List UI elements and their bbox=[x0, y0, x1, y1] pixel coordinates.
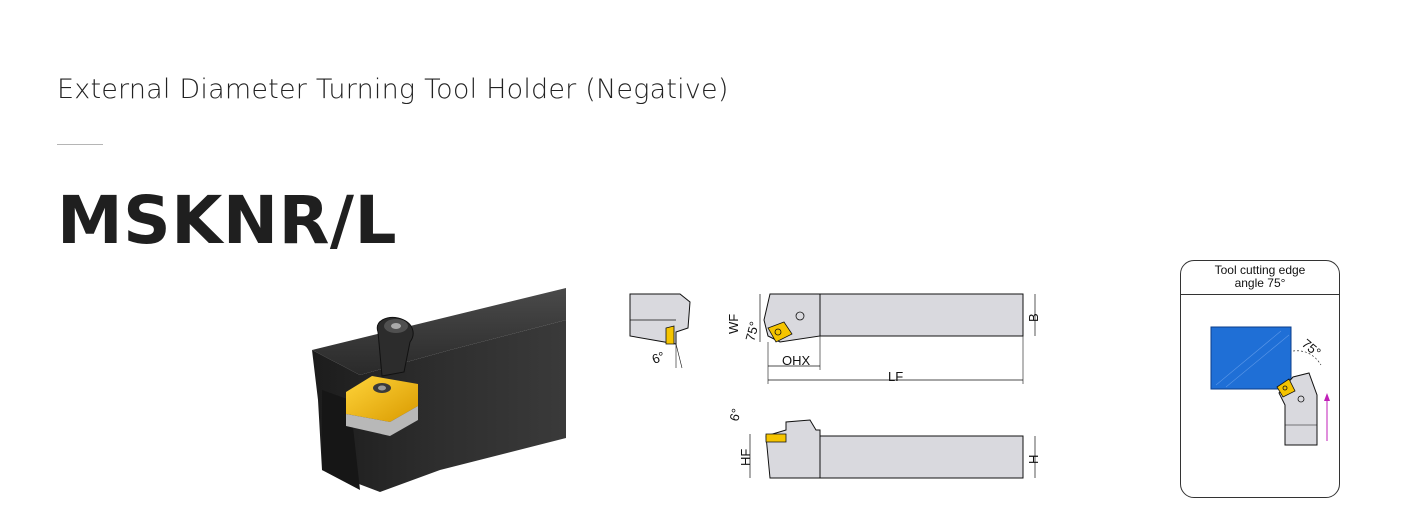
angle-75-label: 75° bbox=[742, 320, 762, 343]
top-view: WF 75° B OHX LF bbox=[726, 293, 1041, 384]
tool-sketch bbox=[1276, 372, 1318, 446]
angle-card-title-line2: angle 75° bbox=[1234, 276, 1286, 290]
workpiece bbox=[1210, 326, 1292, 390]
lf-label: LF bbox=[888, 369, 903, 384]
dimension-drawings: 6° WF 75° B OHX LF 6° HF H bbox=[629, 293, 1041, 479]
angle-6-front-label: 6° bbox=[726, 407, 744, 423]
angle-diagram: 75° bbox=[1210, 326, 1330, 446]
wf-label: WF bbox=[726, 314, 741, 334]
tool-holder-image bbox=[312, 288, 566, 492]
product-category-title: External Diameter Turning Tool Holder (N… bbox=[57, 74, 729, 105]
cutting-edge-angle-card: Tool cutting edge angle 75° 75° bbox=[1180, 260, 1340, 498]
end-view: 6° bbox=[629, 293, 691, 369]
hf-label: HF bbox=[738, 449, 753, 466]
angle-card-header: Tool cutting edge angle 75° bbox=[1181, 261, 1339, 295]
angle-card-title-line1: Tool cutting edge bbox=[1214, 263, 1306, 277]
ohx-label: OHX bbox=[782, 353, 811, 368]
angle-card-angle-label: 75° bbox=[1299, 336, 1324, 360]
angle-6-side-label: 6° bbox=[650, 348, 667, 366]
h-label: H bbox=[1026, 455, 1041, 464]
front-view: 6° HF H bbox=[726, 407, 1041, 479]
title-divider bbox=[57, 144, 103, 145]
b-label: B bbox=[1026, 313, 1041, 322]
model-name: MSKNR/L bbox=[57, 182, 398, 259]
